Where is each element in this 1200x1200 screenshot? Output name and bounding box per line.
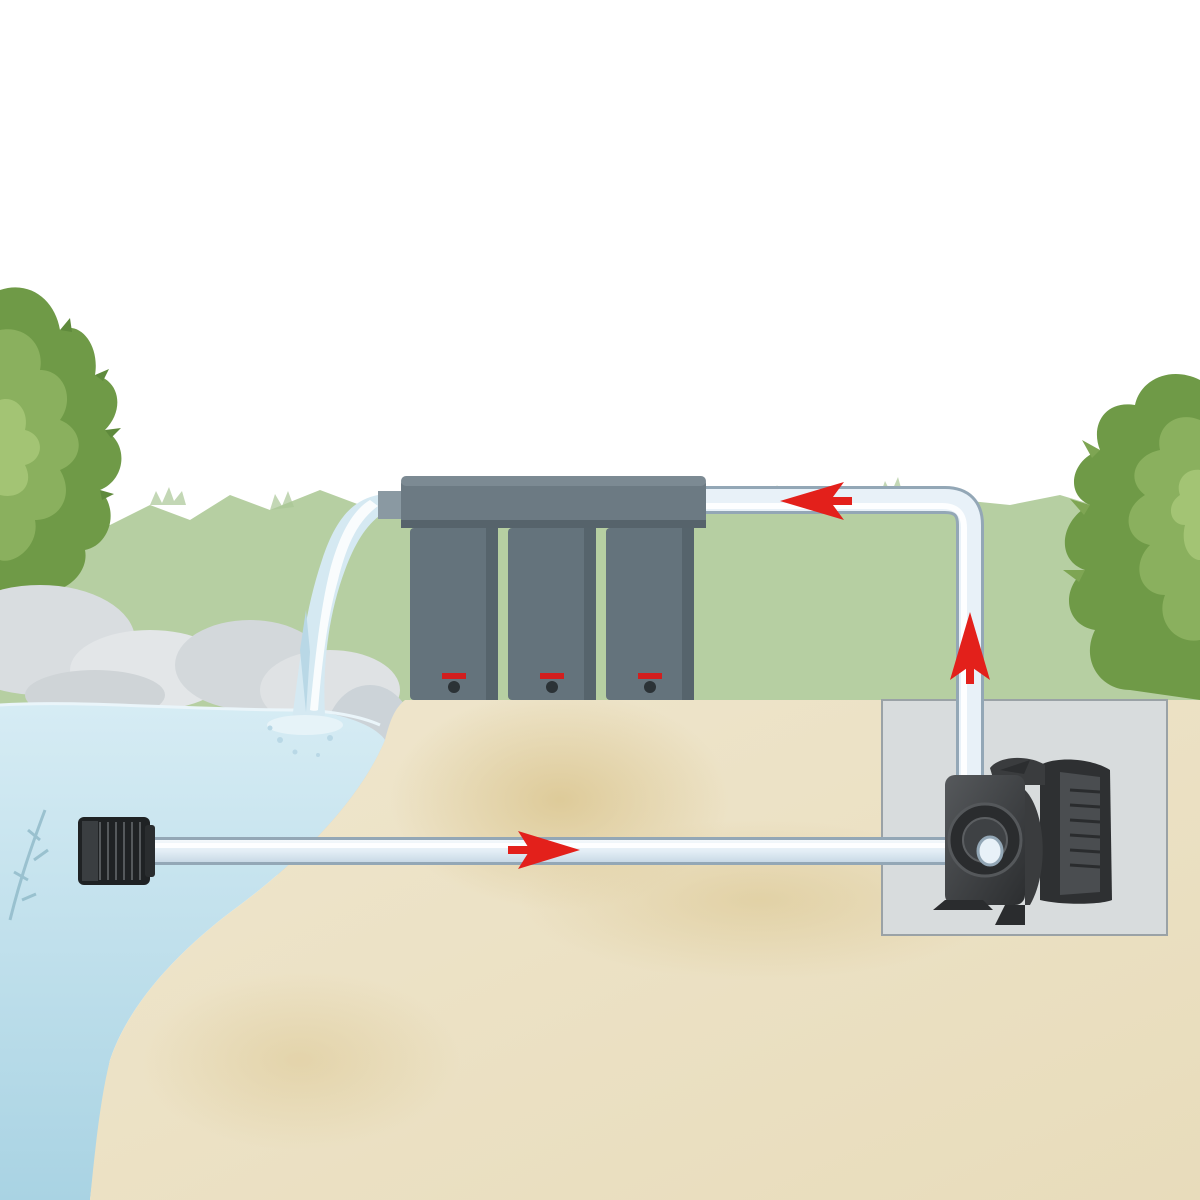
ground-shadow-3 — [140, 970, 460, 1150]
pond-plant — [8, 809, 49, 921]
filter-chamber — [508, 528, 596, 700]
intake-strainer — [78, 817, 155, 885]
arrow-filter-inlet — [780, 482, 852, 520]
filter-chamber — [410, 528, 498, 700]
right-bush — [1063, 374, 1200, 700]
arrow-riser-hose — [950, 612, 990, 684]
filter-lid — [401, 476, 706, 528]
arrow-suction-hose — [508, 831, 580, 869]
submersible-pump — [933, 757, 1112, 925]
riser-hose — [700, 486, 984, 790]
pond-surface — [0, 702, 381, 727]
waterfall-return — [267, 495, 392, 757]
left-bush — [0, 287, 122, 600]
pump-inlet — [976, 835, 1004, 867]
multi-chamber-filter — [401, 476, 706, 700]
filter-chamber — [606, 528, 694, 700]
